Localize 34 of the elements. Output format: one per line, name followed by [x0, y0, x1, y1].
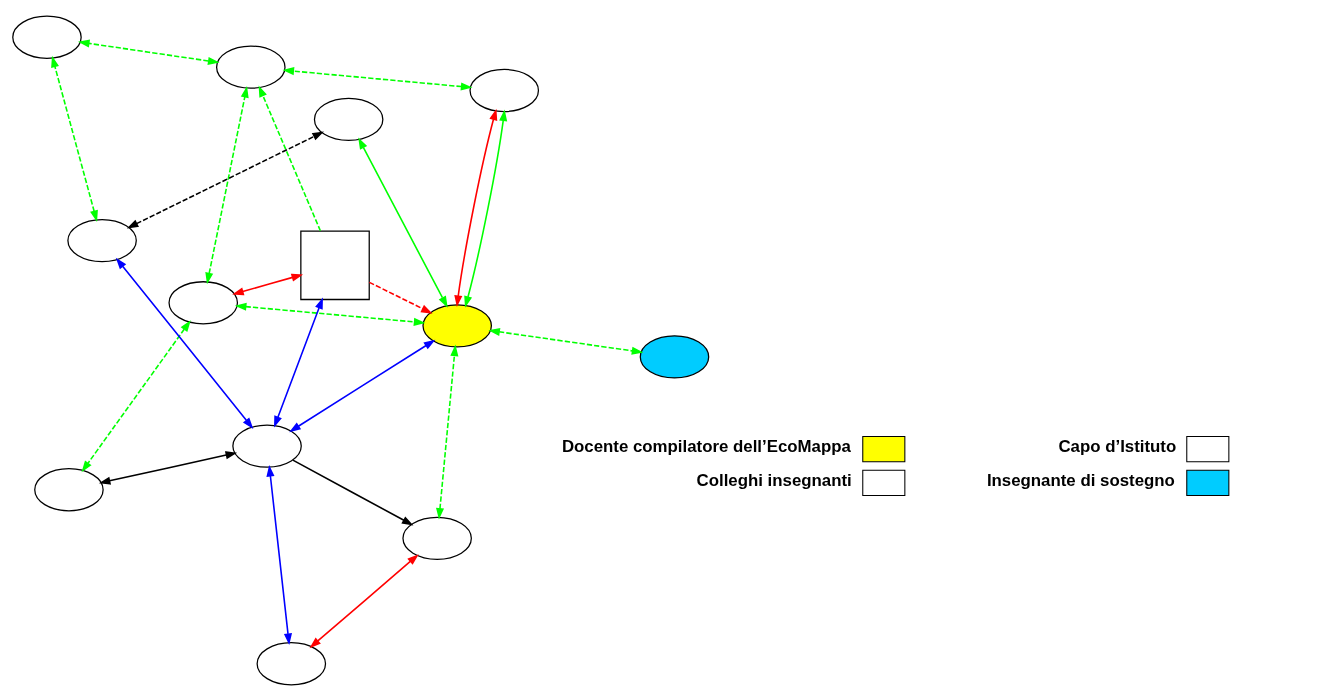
node-ellipse	[256, 641, 327, 685]
arrow	[454, 108, 498, 307]
legend-label: Capo d’Istituto	[1058, 436, 1177, 456]
arrow	[126, 131, 324, 228]
arrow	[292, 458, 414, 525]
arrow	[77, 38, 220, 65]
node-ellipse	[469, 68, 540, 112]
node-ellipse	[34, 467, 104, 511]
arrow	[435, 344, 459, 520]
node-box	[300, 230, 370, 300]
arrow	[232, 273, 304, 295]
arrow	[274, 296, 323, 428]
arrow	[282, 66, 473, 91]
arrow	[309, 553, 419, 648]
arrow	[258, 84, 322, 232]
legend-label: Colleghi insegnanti	[696, 470, 852, 490]
legend-label: Docente compilatore dell’EcoMappa	[561, 436, 851, 456]
arrow	[98, 450, 238, 485]
arrow	[358, 137, 448, 308]
arrow	[289, 339, 436, 432]
arrow	[234, 302, 426, 326]
arrow	[266, 464, 292, 645]
node-ellipse	[216, 45, 286, 89]
legend-label: Insegnante di sostegno	[986, 470, 1175, 490]
node-ellipse	[12, 15, 82, 59]
arrow	[368, 281, 433, 314]
arrow	[488, 327, 644, 355]
arrow	[115, 257, 254, 429]
node-ellipse	[639, 334, 710, 379]
arrow	[205, 85, 249, 284]
node-ellipse	[168, 280, 239, 324]
arrow	[81, 319, 191, 472]
arrow	[51, 55, 98, 222]
arrow	[464, 108, 508, 308]
